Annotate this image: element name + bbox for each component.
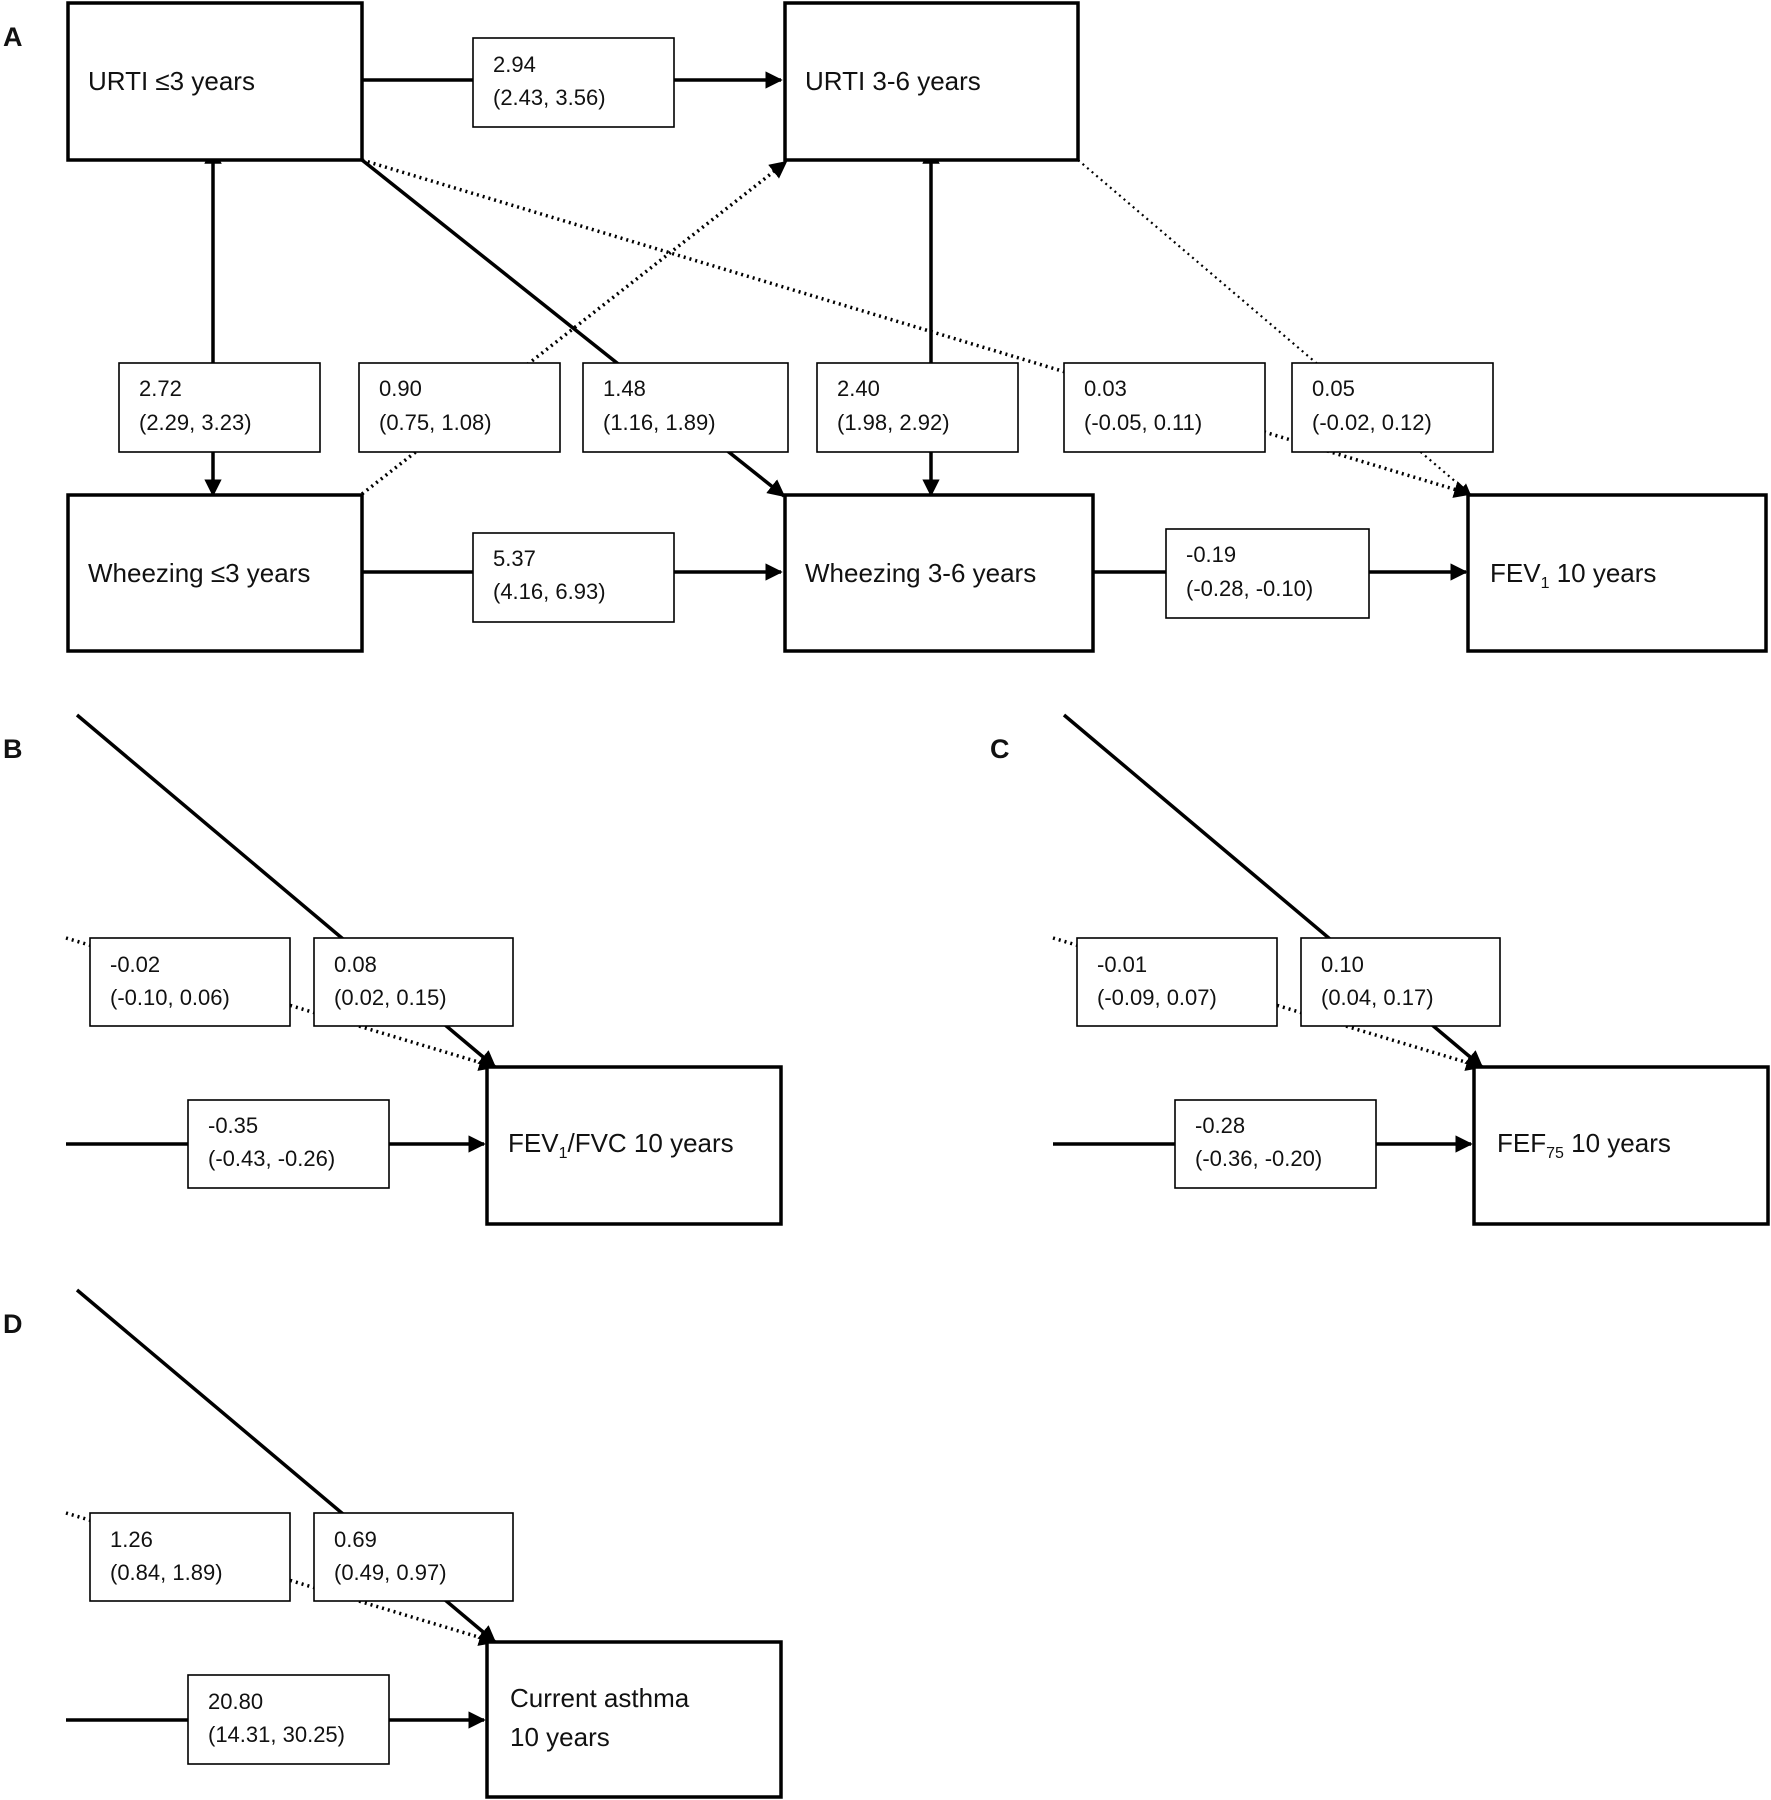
panel-b-edges	[65, 713, 497, 1153]
estimate-urti-le3-to-wheeze-3-6: 1.48 (1.16, 1.89)	[582, 362, 789, 453]
estimate-value: 0.90	[379, 376, 422, 401]
estimate-c-solid: 0.10 (0.04, 0.17)	[1300, 937, 1501, 1027]
estimate-ci: (2.29, 3.23)	[139, 410, 252, 435]
estimate-ci: (1.16, 1.89)	[603, 410, 716, 435]
node-wheeze-le3-label: Wheezing ≤3 years	[88, 558, 310, 588]
estimate-urti-le3-to-fev1: 0.03 (-0.05, 0.11)	[1063, 362, 1266, 453]
estimate-ci: (1.98, 2.92)	[837, 410, 950, 435]
estimate-ci: (0.49, 0.97)	[334, 1560, 447, 1585]
node-current-asthma: Current asthma 10 years	[485, 1640, 783, 1799]
estimate-wheeze-3-6-to-fev1: -0.19 (-0.28, -0.10)	[1165, 528, 1370, 619]
estimate-ci: (0.04, 0.17)	[1321, 985, 1434, 1010]
estimate-urti-3-6-to-fev1: 0.05 (-0.02, 0.12)	[1291, 362, 1494, 453]
edge-urti-3-6-to-fev1	[1077, 159, 1471, 495]
estimate-ci: (0.84, 1.89)	[110, 1560, 223, 1585]
estimate-value: 2.40	[837, 376, 880, 401]
node-urti-le3-label: URTI ≤3 years	[88, 66, 255, 96]
estimate-ci: (-0.43, -0.26)	[208, 1146, 335, 1171]
estimate-ci: (-0.28, -0.10)	[1186, 576, 1313, 601]
panel-d-edges	[65, 1288, 497, 1729]
estimate-ci: (0.02, 0.15)	[334, 985, 447, 1010]
estimate-d-dotted: 1.26 (0.84, 1.89)	[89, 1512, 291, 1602]
panel-d-label: D	[3, 1309, 23, 1339]
node-fev1-fvc-label: FEV1/FVC 10 years	[508, 1128, 734, 1162]
node-wheeze-3-6-label: Wheezing 3-6 years	[805, 558, 1036, 588]
estimate-b-solid: 0.08 (0.02, 0.15)	[313, 937, 514, 1027]
estimate-ci: (2.43, 3.56)	[493, 85, 606, 110]
estimate-wheeze-to-wheeze: 5.37 (4.16, 6.93)	[472, 532, 675, 623]
estimate-ci: (-0.05, 0.11)	[1084, 410, 1202, 435]
node-wheeze-le3: Wheezing ≤3 years	[66, 493, 364, 653]
node-urti-3-6: URTI 3-6 years	[783, 1, 1080, 162]
estimate-value: 0.69	[334, 1527, 377, 1552]
edge-urti-le3-to-fev1	[361, 158, 1472, 498]
estimate-value: 1.48	[603, 376, 646, 401]
node-current-asthma-line2: 10 years	[510, 1722, 610, 1752]
estimate-value: 20.80	[208, 1689, 263, 1714]
estimate-value: 0.08	[334, 952, 377, 977]
estimate-value: -0.19	[1186, 542, 1236, 567]
estimate-ci: (-0.10, 0.06)	[110, 985, 230, 1010]
estimate-urti-wheeze-3-6: 2.40 (1.98, 2.92)	[816, 362, 1019, 453]
node-wheeze-3-6: Wheezing 3-6 years	[783, 493, 1095, 653]
panel-b-label: B	[3, 734, 23, 764]
panel-c-label: C	[990, 734, 1010, 764]
estimate-d-solid: 0.69 (0.49, 0.97)	[313, 1512, 514, 1602]
estimate-value: -0.28	[1195, 1113, 1245, 1138]
estimate-b-wheeze: -0.35 (-0.43, -0.26)	[187, 1099, 390, 1189]
estimate-c-wheeze: -0.28 (-0.36, -0.20)	[1174, 1099, 1377, 1189]
estimate-wheeze-le3-to-urti-3-6: 0.90 (0.75, 1.08)	[358, 362, 561, 453]
estimate-value: 2.94	[493, 52, 536, 77]
estimate-urti-wheeze-le3: 2.72 (2.29, 3.23)	[118, 362, 321, 453]
node-fev1-fvc: FEV1/FVC 10 years	[485, 1065, 783, 1226]
estimate-b-dotted: -0.02 (-0.10, 0.06)	[89, 937, 291, 1027]
panel-a-label: A	[3, 22, 23, 52]
estimate-value: -0.01	[1097, 952, 1147, 977]
panel-c-edges	[1052, 713, 1484, 1153]
node-fev1-label: FEV1 10 years	[1490, 558, 1656, 592]
estimate-d-wheeze: 20.80 (14.31, 30.25)	[187, 1674, 390, 1765]
estimate-ci: (-0.36, -0.20)	[1195, 1146, 1322, 1171]
node-fef75: FEF75 10 years	[1472, 1065, 1770, 1226]
estimate-ci: (0.75, 1.08)	[379, 410, 492, 435]
estimate-value: -0.35	[208, 1113, 258, 1138]
estimate-ci: (-0.09, 0.07)	[1097, 985, 1217, 1010]
estimate-value: -0.02	[110, 952, 160, 977]
estimate-value: 2.72	[139, 376, 182, 401]
node-urti-le3: URTI ≤3 years	[66, 1, 364, 162]
node-fev1: FEV1 10 years	[1466, 493, 1768, 653]
estimate-value: 0.05	[1312, 376, 1355, 401]
estimate-urti-to-urti: 2.94 (2.43, 3.56)	[472, 37, 675, 128]
estimate-c-dotted: -0.01 (-0.09, 0.07)	[1076, 937, 1278, 1027]
estimate-value: 0.03	[1084, 376, 1127, 401]
node-fef75-label: FEF75 10 years	[1497, 1128, 1671, 1162]
estimate-ci: (-0.02, 0.12)	[1312, 410, 1432, 435]
estimate-value: 5.37	[493, 546, 536, 571]
estimate-value: 0.10	[1321, 952, 1364, 977]
estimate-ci: (4.16, 6.93)	[493, 579, 606, 604]
estimate-ci: (14.31, 30.25)	[208, 1722, 345, 1747]
node-urti-3-6-label: URTI 3-6 years	[805, 66, 981, 96]
node-current-asthma-line1: Current asthma	[510, 1683, 690, 1713]
estimate-value: 1.26	[110, 1527, 153, 1552]
